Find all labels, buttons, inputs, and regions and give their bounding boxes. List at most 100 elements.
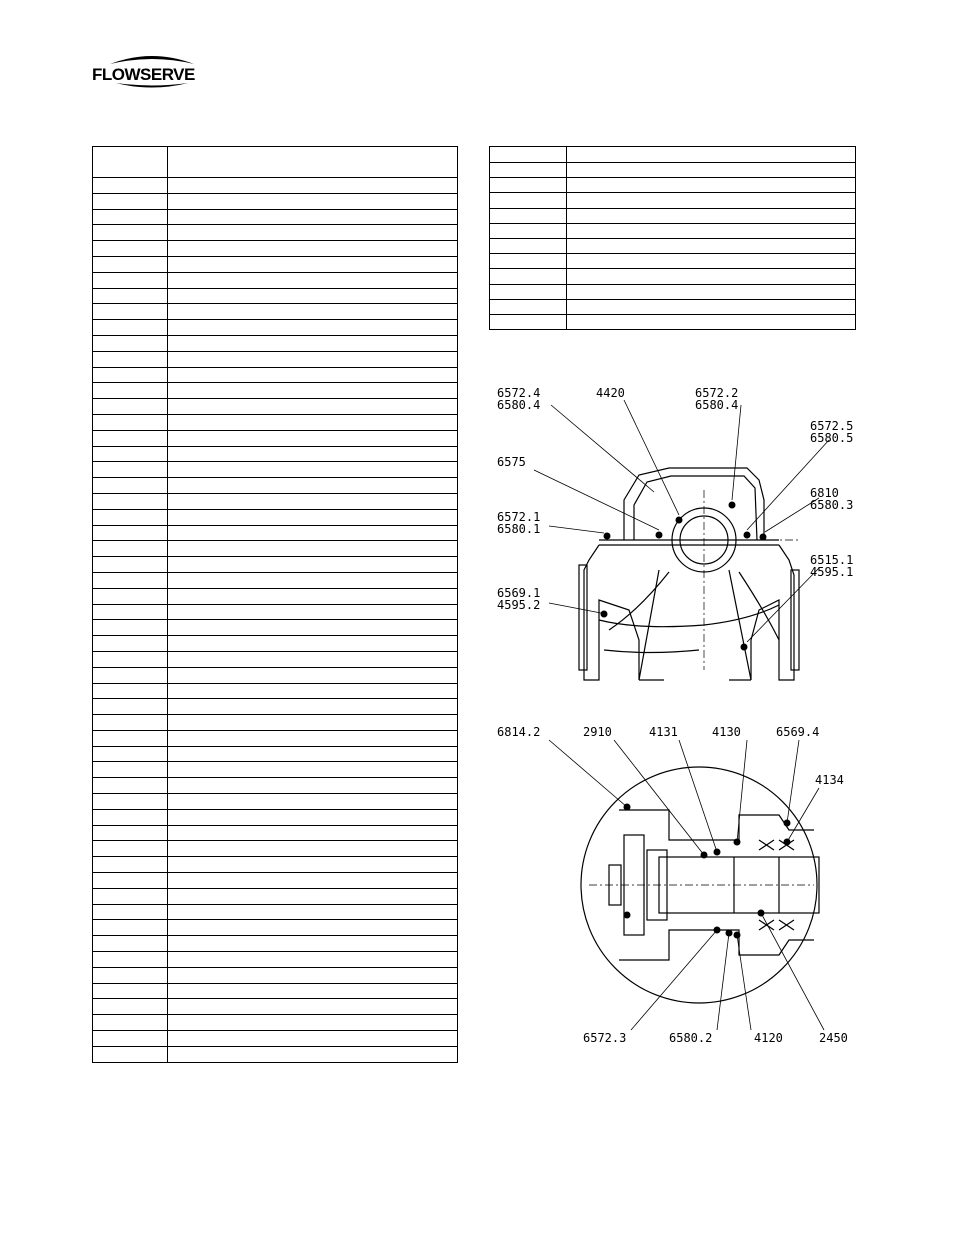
label-6580-1: 6580.1 — [497, 522, 540, 536]
label-6572-2: 6572.2 — [695, 386, 738, 400]
left-table-row — [92, 714, 458, 731]
part-number-cell — [92, 1030, 168, 1047]
left-table-row — [92, 856, 458, 874]
part-number-cell — [489, 207, 567, 224]
description-cell — [167, 208, 458, 226]
description-cell — [167, 445, 458, 463]
part-number-cell — [92, 556, 168, 573]
description-cell — [167, 271, 458, 289]
description-cell — [167, 303, 458, 321]
part-number-cell — [92, 935, 168, 953]
part-number-cell — [92, 287, 168, 305]
left-table-row — [92, 287, 458, 305]
label-4130: 4130 — [712, 725, 741, 739]
left-table-row — [92, 682, 458, 700]
description-cell — [167, 666, 458, 684]
description-cell — [167, 461, 458, 479]
left-table-row — [92, 208, 458, 226]
description-cell — [167, 224, 458, 242]
flowserve-swoosh-bottom-icon — [116, 83, 188, 88]
description-cell — [167, 919, 458, 937]
left-table-row — [92, 745, 458, 763]
label-6575: 6575 — [497, 455, 526, 469]
part-number-cell — [92, 461, 168, 479]
flowserve-swoosh-icon — [110, 56, 194, 64]
part-number-cell — [92, 477, 168, 494]
description-cell — [167, 492, 458, 510]
description-cell — [167, 635, 458, 652]
description-cell — [167, 177, 458, 194]
left-table-row — [92, 872, 458, 889]
description-cell — [167, 966, 458, 984]
part-number-cell — [92, 334, 168, 352]
left-table-row — [92, 398, 458, 415]
description-cell — [167, 824, 458, 842]
part-number-cell — [489, 192, 567, 209]
left-table-row — [92, 603, 458, 621]
part-number-cell — [489, 283, 567, 300]
part-number-cell — [92, 666, 168, 684]
left-table-row — [92, 1045, 458, 1063]
description-cell — [167, 334, 458, 352]
description-cell — [566, 177, 856, 194]
description-cell — [566, 268, 856, 285]
left-table-row — [92, 650, 458, 668]
left-table-row — [92, 793, 458, 810]
description-cell — [566, 222, 856, 239]
description-cell — [167, 887, 458, 905]
right-table-row — [489, 253, 856, 270]
label-6580-2: 6580.2 — [669, 1031, 712, 1045]
part-number-cell — [92, 271, 168, 289]
description-cell — [167, 619, 458, 637]
left-table-row — [92, 271, 458, 289]
part-number-cell — [92, 571, 168, 589]
left-table-row — [92, 492, 458, 510]
label-2450: 2450 — [819, 1031, 848, 1045]
description-cell — [167, 793, 458, 810]
description-cell — [167, 366, 458, 384]
left-table-row — [92, 303, 458, 321]
part-number-cell — [92, 319, 168, 336]
parts-list-table-right — [489, 146, 856, 331]
part-number-cell — [92, 745, 168, 763]
right-table-row — [489, 161, 856, 179]
part-number-cell — [92, 413, 168, 431]
left-table-row — [92, 255, 458, 273]
pump-casing-drawing: 6572.4 6580.4 4420 6572.2 6580.4 6572.5 … — [497, 386, 853, 681]
part-number-cell — [92, 492, 168, 510]
part-number-cell — [489, 313, 567, 331]
part-number-cell — [92, 177, 168, 194]
label-6572-5: 6572.5 — [810, 419, 853, 433]
description-cell — [167, 556, 458, 573]
left-table-row — [92, 413, 458, 431]
part-number-cell — [92, 587, 168, 605]
description-cell — [167, 255, 458, 273]
left-table-row — [92, 935, 458, 953]
part-number-cell — [92, 856, 168, 874]
description-cell — [167, 808, 458, 826]
left-table-row — [92, 982, 458, 1000]
left-table-row — [92, 887, 458, 905]
part-number-cell — [92, 982, 168, 1000]
part-number-cell — [92, 919, 168, 937]
part-number-cell — [92, 524, 168, 542]
left-table-row — [92, 808, 458, 826]
part-number-cell — [92, 698, 168, 716]
left-table-row — [92, 824, 458, 842]
part-number-cell — [92, 824, 168, 842]
description-cell — [167, 951, 458, 968]
left-table-row — [92, 334, 458, 352]
part-number-cell — [92, 840, 168, 858]
label-4120: 4120 — [754, 1031, 783, 1045]
description-cell — [167, 571, 458, 589]
part-number-cell — [92, 255, 168, 273]
part-number-cell — [92, 903, 168, 921]
part-number-cell — [92, 729, 168, 747]
description-cell — [566, 253, 856, 270]
part-number-cell — [92, 682, 168, 700]
left-table-row — [92, 146, 458, 178]
description-cell — [167, 745, 458, 763]
left-table-row — [92, 729, 458, 747]
description-cell — [167, 350, 458, 368]
description-cell — [167, 398, 458, 415]
